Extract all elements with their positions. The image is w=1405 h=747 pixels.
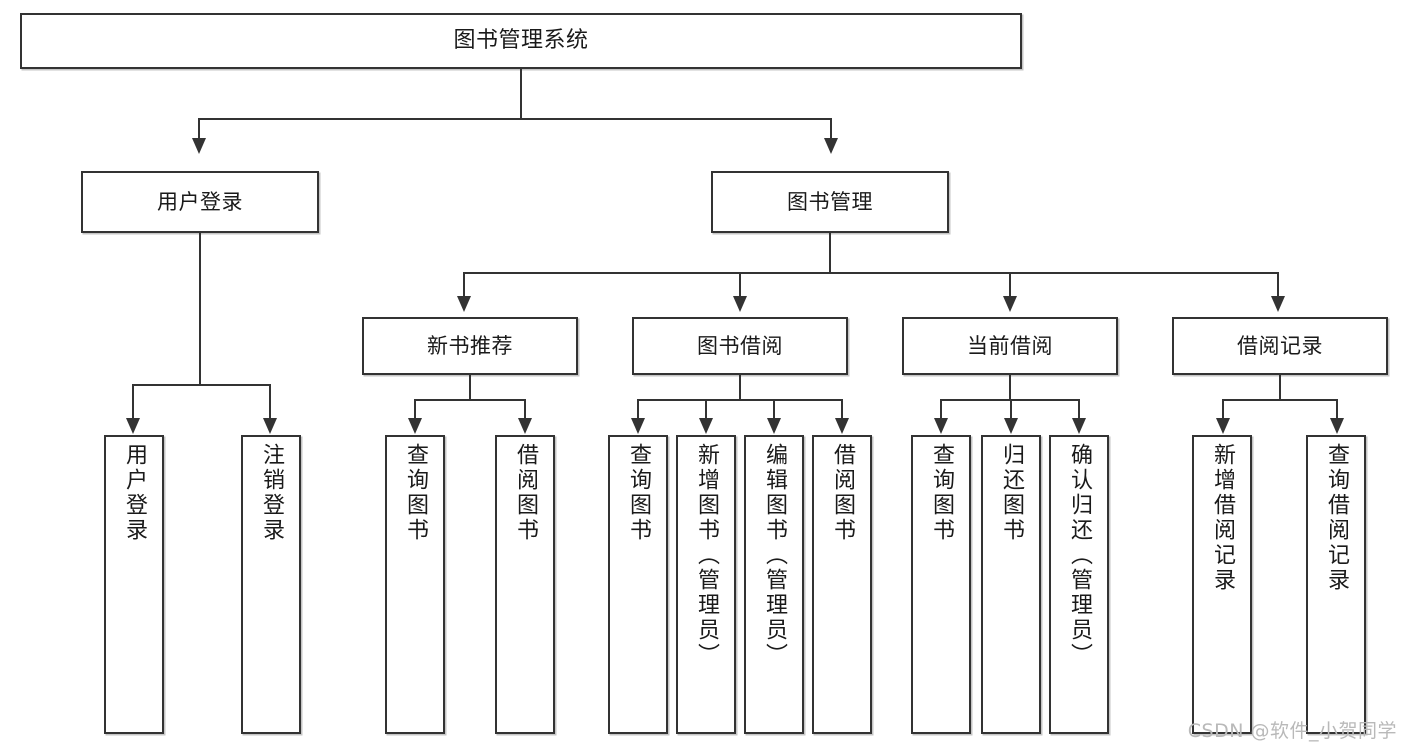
node-leaf-current-query[interactable]: 查询图书 [911,435,971,734]
node-leaf-borrow-query-label: 查询图书 [626,443,651,543]
node-leaf-user-login[interactable]: 用户登录 [104,435,164,734]
connector-book-manage-bus [463,272,1278,274]
connector-bb-to-leaf2 [705,399,707,420]
node-leaf-borrow-edit-label: 编辑图书（管理员） [762,443,787,668]
node-leaf-current-query-label: 查询图书 [929,443,954,543]
arrowhead-bb-to-leaf1 [631,418,645,434]
connector-root-stem [520,69,522,119]
node-leaf-borrow-add-label: 新增图书（管理员） [694,443,719,668]
node-leaf-user-logout[interactable]: 注销登录 [241,435,301,734]
node-user-login-label: 用户登录 [157,189,243,214]
connector-root-bus [198,118,832,120]
arrowhead-cb-to-leaf1 [934,418,948,434]
arrowhead-bm-to-borrow-record [1271,296,1285,312]
connector-br-stem [1279,375,1281,400]
node-leaf-rec-query[interactable]: 查询图书 [385,435,445,734]
connector-br-to-leaf2 [1336,399,1338,420]
connector-nbr-to-leaf1 [414,399,416,420]
node-leaf-borrow-lend[interactable]: 借阅图书 [812,435,872,734]
arrowhead-bb-to-leaf3 [767,418,781,434]
node-leaf-user-logout-label: 注销登录 [259,443,284,543]
node-leaf-record-add[interactable]: 新增借阅记录 [1192,435,1252,734]
connector-bm-to-current-borrow [1009,272,1011,298]
node-current-borrow-label: 当前借阅 [967,333,1053,358]
connector-bb-stem [739,375,741,400]
arrowhead-root-to-book-manage [824,138,838,154]
csdn-watermark: CSDN @软件_小贺同学 [1187,720,1397,742]
connector-bb-to-leaf4 [841,399,843,420]
connector-nbr-to-leaf2 [524,399,526,420]
node-borrow-record-label: 借阅记录 [1237,333,1323,358]
connector-bm-to-new-book-rec [463,272,465,298]
arrowhead-user-login-to-leaf1 [126,418,140,434]
connector-bb-to-leaf3 [773,399,775,420]
connector-bm-to-borrow-record [1277,272,1279,298]
arrowhead-bm-to-new-book-rec [457,296,471,312]
node-leaf-record-add-label: 新增借阅记录 [1210,443,1235,593]
connector-user-login-to-leaf2 [269,384,271,420]
connector-cb-to-leaf2 [1010,399,1012,420]
node-leaf-current-confirm[interactable]: 确认归还（管理员） [1049,435,1109,734]
arrowhead-user-login-to-leaf2 [263,418,277,434]
node-book-borrow-label: 图书借阅 [697,333,783,358]
arrowhead-br-to-leaf1 [1216,418,1230,434]
node-new-book-rec-label: 新书推荐 [427,333,513,358]
arrowhead-root-to-user-login [192,138,206,154]
node-leaf-record-query[interactable]: 查询借阅记录 [1306,435,1366,734]
connector-cb-stem [1009,375,1011,400]
arrowhead-nbr-to-leaf1 [408,418,422,434]
arrowhead-nbr-to-leaf2 [518,418,532,434]
node-leaf-borrow-query[interactable]: 查询图书 [608,435,668,734]
connector-user-login-bus [132,384,269,386]
arrowhead-cb-to-leaf2 [1004,418,1018,434]
node-root-label: 图书管理系统 [453,28,589,54]
connector-cb-to-leaf1 [940,399,942,420]
connector-br-to-leaf1 [1222,399,1224,420]
node-current-borrow[interactable]: 当前借阅 [902,317,1118,375]
arrowhead-bb-to-leaf2 [699,418,713,434]
node-user-login[interactable]: 用户登录 [81,171,319,233]
node-new-book-rec[interactable]: 新书推荐 [362,317,578,375]
node-leaf-borrow-add[interactable]: 新增图书（管理员） [676,435,736,734]
arrowhead-bm-to-current-borrow [1003,296,1017,312]
arrowhead-cb-to-leaf3 [1072,418,1086,434]
arrowhead-bb-to-leaf4 [835,418,849,434]
node-leaf-borrow-lend-label: 借阅图书 [830,443,855,543]
connector-root-to-book-manage [830,118,832,140]
connector-root-to-user-login [198,118,200,140]
node-leaf-current-return-label: 归还图书 [999,443,1024,543]
node-leaf-current-return[interactable]: 归还图书 [981,435,1041,734]
node-root[interactable]: 图书管理系统 [20,13,1022,69]
arrowhead-br-to-leaf2 [1330,418,1344,434]
connector-bb-to-leaf1 [637,399,639,420]
node-leaf-borrow-edit[interactable]: 编辑图书（管理员） [744,435,804,734]
node-book-manage[interactable]: 图书管理 [711,171,949,233]
node-borrow-record[interactable]: 借阅记录 [1172,317,1388,375]
node-leaf-user-login-label: 用户登录 [122,443,147,543]
connector-cb-to-leaf3 [1078,399,1080,420]
connector-bb-bus [637,399,843,401]
connector-user-login-stem [199,233,201,385]
node-leaf-rec-query-label: 查询图书 [403,443,428,543]
connector-nbr-bus [414,399,526,401]
arrowhead-bm-to-book-borrow [733,296,747,312]
connector-bm-to-book-borrow [739,272,741,298]
connector-br-bus [1222,399,1338,401]
node-leaf-rec-borrow[interactable]: 借阅图书 [495,435,555,734]
connector-nbr-stem [469,375,471,400]
node-book-borrow[interactable]: 图书借阅 [632,317,848,375]
node-leaf-rec-borrow-label: 借阅图书 [513,443,538,543]
node-leaf-record-query-label: 查询借阅记录 [1324,443,1349,593]
connector-book-manage-stem [829,233,831,273]
connector-user-login-to-leaf1 [132,384,134,420]
node-leaf-current-confirm-label: 确认归还（管理员） [1067,443,1092,668]
node-book-manage-label: 图书管理 [787,189,873,214]
